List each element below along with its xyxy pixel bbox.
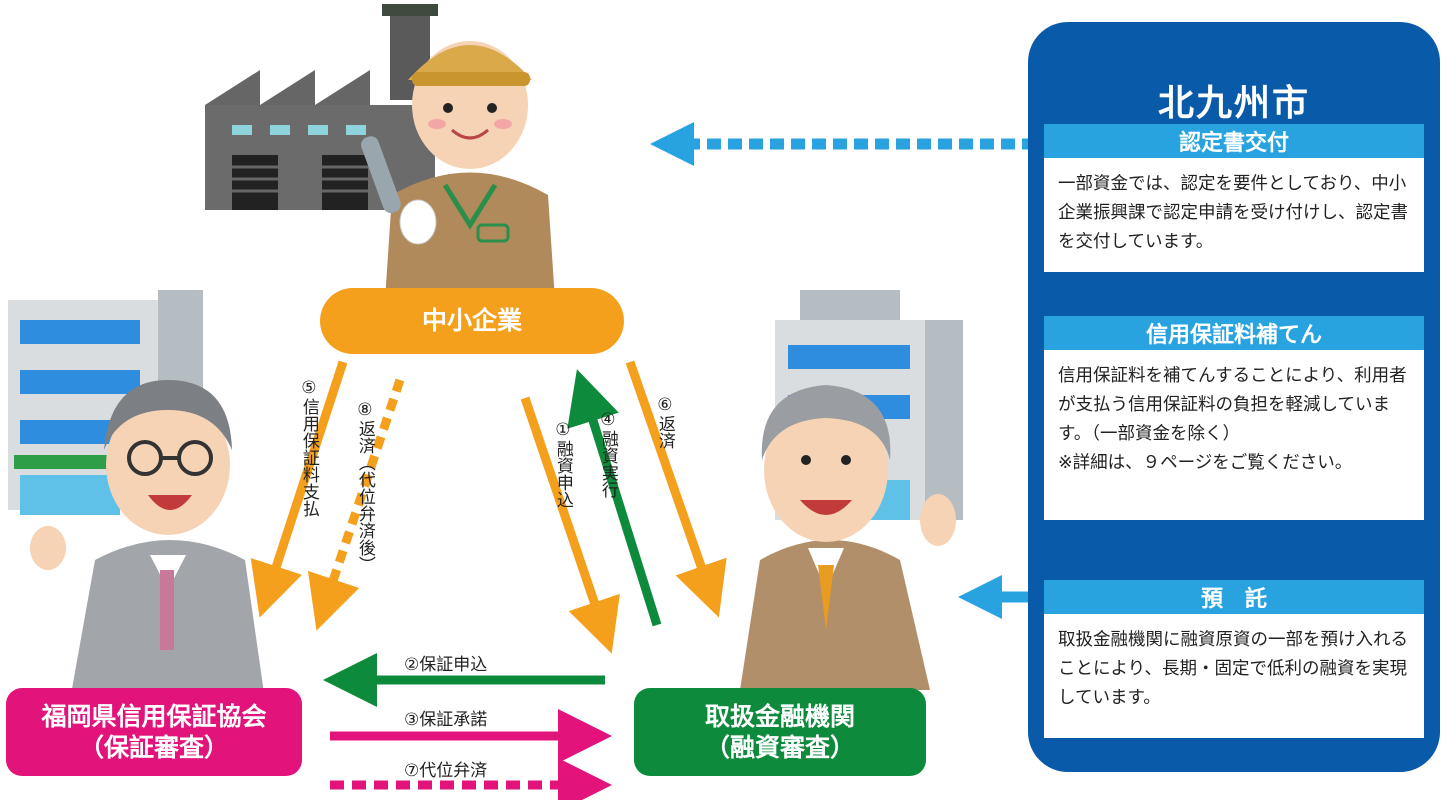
arrow-1-label: ①融資申込	[552, 420, 573, 508]
worker-illustration	[361, 41, 555, 300]
arrow-2-label: ②保証申込	[404, 655, 488, 675]
deposit-body: 取扱金融機関に融資原資の一部を預け入れることにより、長期・固定で低利の融資を実現…	[1058, 630, 1408, 709]
arrow-8-label: ⑧返済（代位弁済後）	[354, 400, 375, 573]
deposit-panel: 預 託 取扱金融機関に融資原資の一部を預け入れることにより、長期・固定で低利の融…	[1044, 580, 1424, 738]
arrow-4-loan-execution	[567, 369, 662, 627]
sme-node: 中小企業	[320, 288, 624, 354]
certificate-heading: 認定書交付	[1044, 124, 1424, 158]
guarantee-association-node: 福岡県信用保証協会 （保証審査）	[6, 688, 302, 776]
fee-subsidy-body-wrap: 信用保証料を補てんすることにより、利用者が支払う信用保証料の負担を軽減しています…	[1044, 350, 1424, 488]
sme-label: 中小企業	[421, 306, 522, 336]
banker-man-illustration	[740, 385, 956, 690]
city-title: 北九州市	[1157, 83, 1310, 124]
bank-node: 取扱金融機関 （融資審査）	[634, 688, 926, 776]
bank-title: 取扱金融機関	[704, 701, 855, 731]
certificate-body: 一部資金では、認定を要件としており、中小企業振興課で認定申請を受け付けし、認定書…	[1058, 174, 1408, 253]
guarantee-association-title: 福岡県信用保証協会	[41, 701, 267, 731]
deposit-heading: 預 託	[1044, 580, 1424, 614]
arrow-6-repayment	[625, 360, 727, 618]
certificate-panel: 認定書交付 一部資金では、認定を要件としており、中小企業振興課で認定申請を受け付…	[1044, 124, 1424, 272]
arrow-5-label: ⑤信用保証料支払	[298, 378, 319, 517]
arrow-3-label: ③保証承諾	[404, 710, 488, 730]
arrow-7-label: ⑦代位弁済	[404, 761, 488, 781]
fee-subsidy-panel: 信用保証料補てん 信用保証料を補てんすることにより、利用者が支払う信用保証料の負…	[1044, 316, 1424, 520]
guarantor-man-illustration	[30, 380, 265, 700]
arrow-4-label: ④融資実行	[597, 410, 618, 498]
arrow-5-guarantee-fee	[250, 360, 348, 618]
fee-subsidy-note: ※詳細は、９ページをご覧ください。	[1058, 453, 1353, 474]
city-panel: 北九州市 認定書交付 一部資金では、認定を要件としており、中小企業振興課で認定申…	[1028, 22, 1440, 772]
arrow-1-loan-application	[520, 396, 620, 654]
arrow-6-label: ⑥返済	[654, 395, 675, 449]
fee-subsidy-body: 信用保証料を補てんすることにより、利用者が支払う信用保証料の負担を軽減しています…	[1058, 366, 1407, 445]
guarantee-association-subtitle: （保証審査）	[78, 733, 229, 762]
factory-illustration	[205, 4, 438, 210]
bank-subtitle: （融資審査）	[704, 733, 855, 762]
fee-subsidy-heading: 信用保証料補てん	[1044, 316, 1424, 350]
